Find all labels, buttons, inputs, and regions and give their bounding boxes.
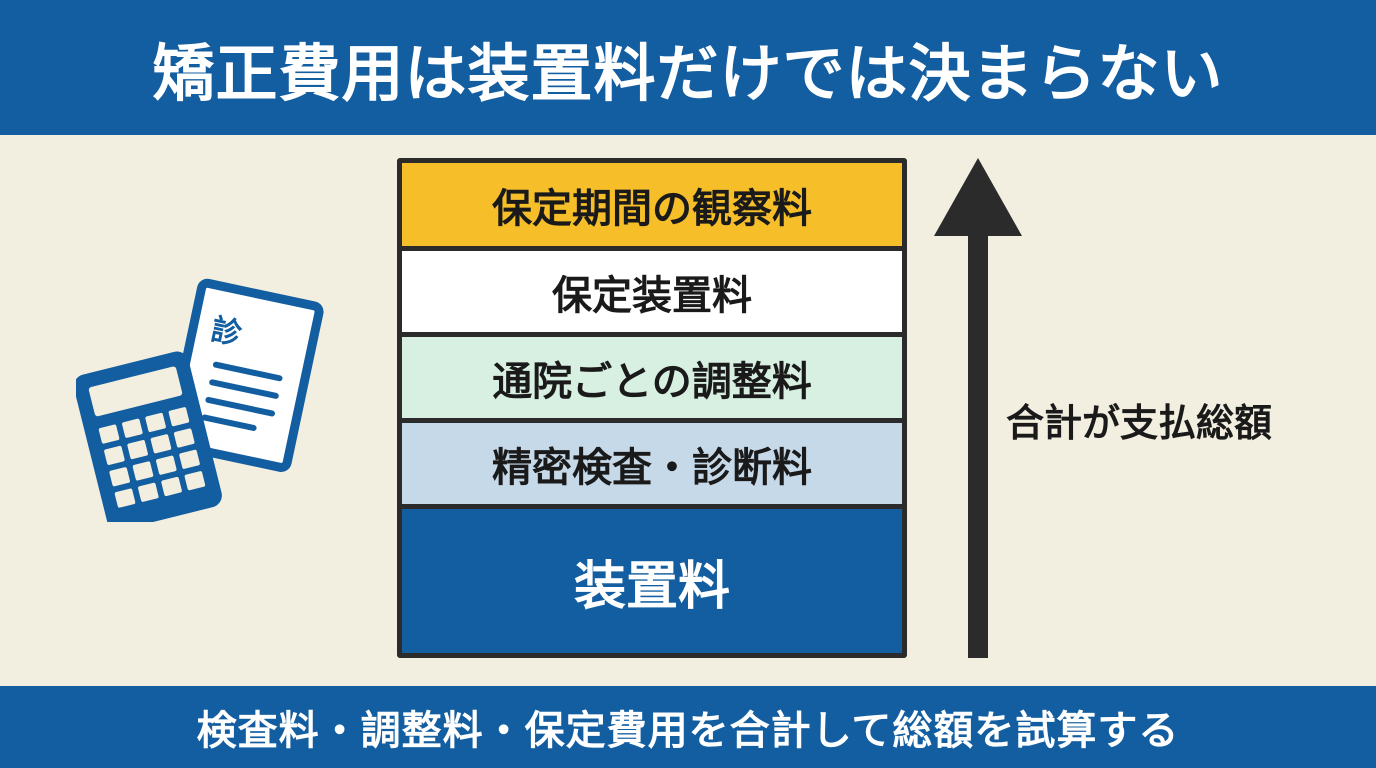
layer-adjustment-fee: 通院ごとの調整料: [402, 337, 902, 418]
footer-text: 検査料・調整料・保定費用を合計して総額を試算する: [196, 708, 1180, 754]
cost-illustration: [76, 272, 326, 522]
layer-examination-fee: 精密検査・診断料: [402, 423, 902, 504]
layer-retainer-fee: 保定装置料: [402, 251, 902, 332]
layer-appliance-fee: 装置料: [402, 509, 902, 653]
header-banner: 矯正費用は装置料だけでは決まらない: [0, 0, 1376, 135]
document-icon: [165, 278, 324, 472]
up-arrow-icon: [934, 158, 1022, 658]
footer-banner: 検査料・調整料・保定費用を合計して総額を試算する: [0, 686, 1376, 768]
total-label: 合計が支払総額: [1006, 401, 1273, 445]
calculator-icon: [76, 351, 222, 522]
layer-retention-observation: 保定期間の観察料: [402, 163, 902, 246]
page-title: 矯正費用は装置料だけでは決まらない: [152, 36, 1224, 110]
cost-stack: 保定期間の観察料 保定装置料 通院ごとの調整料 精密検査・診断料 装置料: [397, 158, 907, 658]
